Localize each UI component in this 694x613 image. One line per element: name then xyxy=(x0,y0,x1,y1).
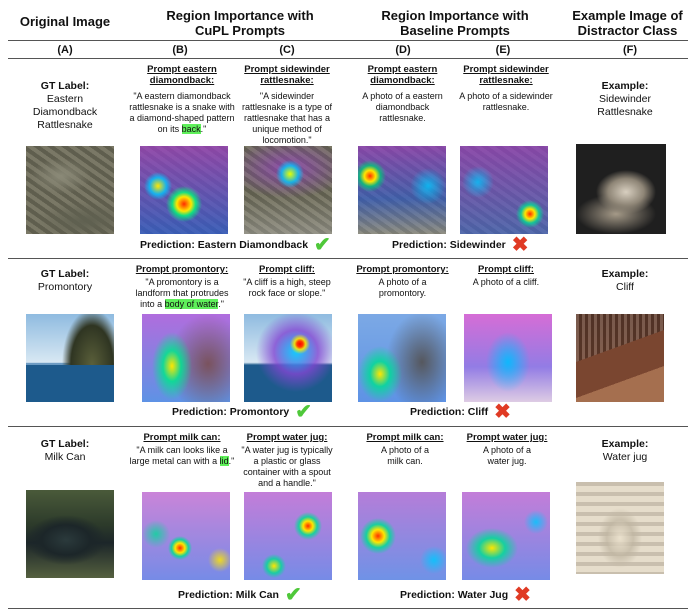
base-prediction-row2: Prediction: Cliff✖ xyxy=(410,401,511,423)
original-image-snake xyxy=(26,146,114,234)
base-prediction-row1: Prediction: Sidewinder✖ xyxy=(392,234,529,256)
base-prompt-2-row3: Prompt water jug: A photo of a water jug… xyxy=(466,432,548,466)
cupl-prediction-row1: Prediction: Eastern Diamondback✔ xyxy=(140,234,331,256)
gt-label-row1: GT Label:Eastern Diamondback Rattlesnake xyxy=(32,80,98,131)
check-icon: ✔ xyxy=(295,401,313,423)
cupl-prediction-row2: Prediction: Promontory✔ xyxy=(172,401,313,423)
heatmap-cupl-1-row1 xyxy=(140,146,228,234)
cross-icon: ✖ xyxy=(514,584,531,606)
header-baseline: Region Importance with Baseline Prompts xyxy=(381,8,529,38)
heatmap-base-1-row2 xyxy=(358,314,446,402)
header-distractor: Example Image of Distractor Class xyxy=(572,8,683,38)
header-cupl: Region Importance with CuPL Prompts xyxy=(166,8,314,38)
cupl-prompt-2-row1: Prompt sidewinder rattlesnake: "A sidewi… xyxy=(241,64,333,145)
heatmap-cupl-1-row2 xyxy=(142,314,230,402)
cupl-prompt-2-row3: Prompt water jug: "A water jug is typica… xyxy=(241,432,333,488)
heatmap-base-1-row1 xyxy=(358,146,446,234)
heatmap-cupl-1-row3 xyxy=(142,492,230,580)
cupl-prompt-1-row1: Prompt eastern diamondback: "A eastern d… xyxy=(129,64,235,134)
base-prompt-1-row3: Prompt milk can: A photo of a milk can. xyxy=(366,432,444,466)
base-prompt-1-row2: Prompt promontory: A photo of a promonto… xyxy=(356,264,449,298)
gt-label-row3: GT Label:Milk Can xyxy=(40,438,90,463)
heatmap-cupl-2-row2 xyxy=(244,314,332,402)
heatmap-base-1-row3 xyxy=(358,492,446,580)
check-icon: ✔ xyxy=(314,234,331,256)
col-d: (D) xyxy=(395,44,411,56)
example-image-sidewinder xyxy=(576,144,666,234)
example-image-waterjug xyxy=(576,482,664,574)
cupl-prompt-1-row3: Prompt milk can: "A milk can looks like … xyxy=(129,432,235,466)
col-e: (E) xyxy=(495,44,511,56)
heatmap-base-2-row2 xyxy=(464,314,552,402)
col-c: (C) xyxy=(279,44,295,56)
heatmap-base-2-row1 xyxy=(460,146,548,234)
col-f: (F) xyxy=(622,44,638,56)
original-image-promontory xyxy=(26,314,114,402)
cupl-prediction-row3: Prediction: Milk Can✔ xyxy=(178,584,302,606)
check-icon: ✔ xyxy=(284,584,302,606)
heatmap-base-2-row3 xyxy=(462,492,550,580)
example-image-cliff xyxy=(576,314,664,402)
col-a: (A) xyxy=(57,44,73,56)
example-label-row2: Example:Cliff xyxy=(601,268,649,293)
base-prompt-1-row1: Prompt eastern diamondback: A photo of a… xyxy=(362,64,443,123)
example-label-row3: Example:Water jug xyxy=(601,438,649,463)
base-prompt-2-row1: Prompt sidewinder rattlesnake: A photo o… xyxy=(459,64,553,112)
original-image-milkcan xyxy=(26,490,114,578)
cupl-prompt-1-row2: Prompt promontory: "A promontory is a la… xyxy=(135,264,229,309)
heatmap-cupl-2-row1 xyxy=(244,146,332,234)
base-prompt-2-row2: Prompt cliff: A photo of a cliff. xyxy=(472,264,540,287)
cross-icon: ✖ xyxy=(511,234,529,256)
cross-icon: ✖ xyxy=(494,401,511,423)
cupl-prompt-2-row2: Prompt cliff: "A cliff is a high, steep … xyxy=(243,264,331,298)
gt-label-row2: GT Label:Promontory xyxy=(37,268,93,293)
header-original: Original Image xyxy=(19,14,111,29)
base-prediction-row3: Prediction: Water Jug✖ xyxy=(400,584,531,606)
heatmap-cupl-2-row3 xyxy=(244,492,332,580)
example-label-row1: Example:Sidewinder Rattlesnake xyxy=(597,80,653,118)
col-b: (B) xyxy=(172,44,188,56)
